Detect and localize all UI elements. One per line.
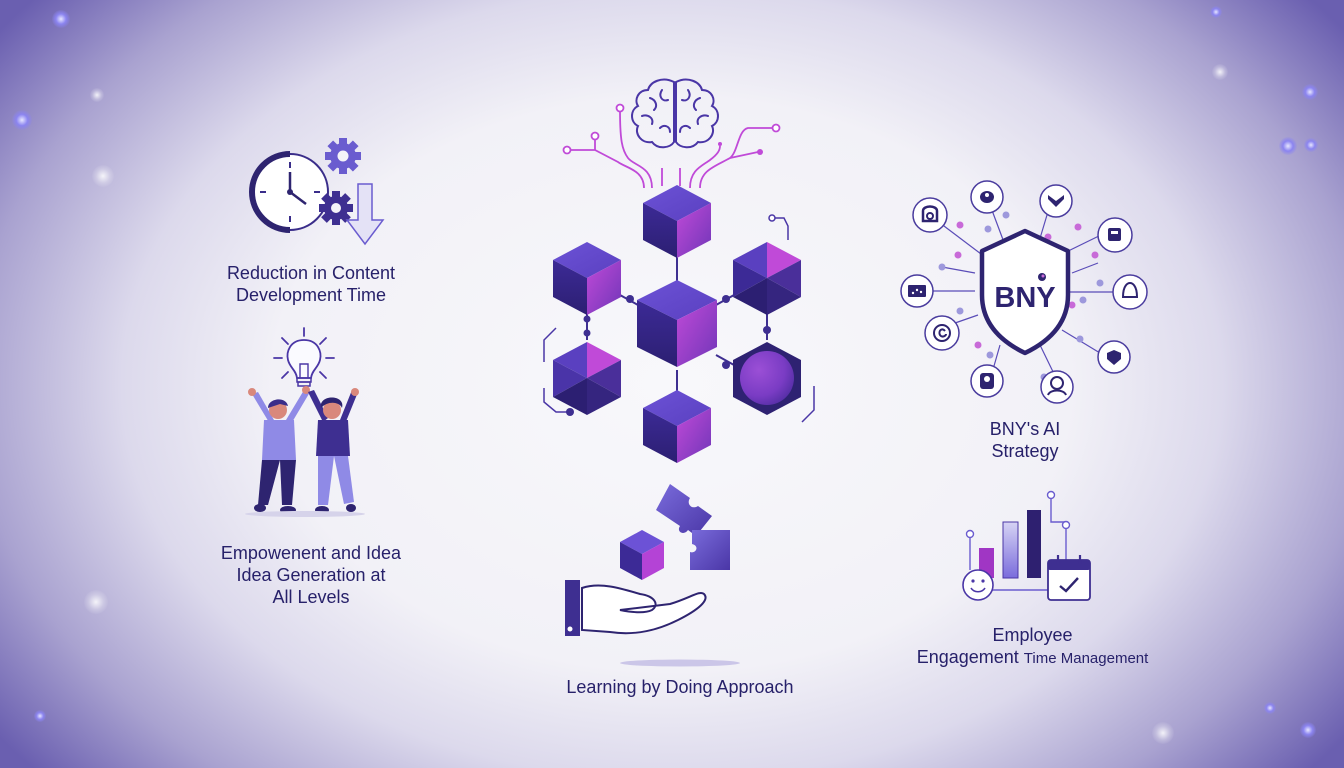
calendar-check-icon — [1047, 555, 1091, 601]
feature-ai-strategy: BNY — [890, 175, 1160, 465]
center-illustration — [530, 70, 820, 470]
feature-content-time: Reduction in Content Development Time — [200, 130, 440, 320]
feature-label: Reduction in Content Development Time — [200, 262, 422, 306]
document-icon — [1108, 228, 1121, 241]
refresh-icon — [933, 324, 951, 342]
sparkle-icon — [1302, 84, 1318, 100]
shield-icon — [979, 228, 1071, 356]
label-line: Empowenent and Idea — [220, 543, 402, 563]
label-part: Time Management — [1023, 650, 1149, 667]
chevron-badge-icon — [1048, 195, 1064, 207]
shield-network-icon: BNY — [900, 180, 1148, 404]
label-line: Strategy — [991, 441, 1059, 461]
sparkle-icon — [12, 110, 32, 130]
label-part: Engagement — [916, 647, 1019, 667]
label-line: Learning by Doing Approach — [566, 677, 794, 697]
clock-gears-down-arrow-icon — [249, 138, 385, 246]
cube-bottom — [643, 390, 711, 463]
sparkle-icon — [84, 590, 108, 614]
smiley-icon — [962, 569, 994, 601]
brain-cube-network-icon — [543, 78, 815, 463]
label-line: All Levels — [272, 587, 350, 607]
label-line: Development Time — [235, 285, 387, 305]
feature-label: BNY's AI Strategy — [940, 418, 1110, 462]
cube-center — [637, 280, 717, 367]
feature-label: Empowenent and Idea Idea Generation at A… — [194, 542, 428, 608]
label-line: BNY's AI — [989, 419, 1061, 439]
small-cube-icon — [620, 530, 664, 580]
feature-label: Learning by Doing Approach — [540, 676, 820, 698]
hand-cube-puzzle-icon — [565, 484, 740, 667]
sparkle-icon — [1152, 722, 1174, 744]
sparkle-icon — [1304, 138, 1318, 152]
bar-high — [1027, 510, 1041, 578]
sparkle-icon — [1300, 722, 1316, 738]
bar-mid — [1002, 521, 1019, 579]
sparkle-icon — [90, 88, 104, 102]
chart-smiley-calendar-icon — [962, 490, 1091, 601]
cube-top — [643, 185, 711, 258]
label-line: Reduction in Content — [226, 263, 396, 283]
cube-left-lower — [553, 342, 621, 415]
sleeve-cuff — [565, 580, 580, 636]
label-line: Idea Generation at — [236, 565, 386, 585]
feature-label: Employee Engagement Time Management — [900, 624, 1165, 670]
puzzle-piece-icon — [656, 484, 730, 570]
camera-icon — [921, 205, 939, 223]
sparkle-icon — [34, 710, 46, 722]
user-icon — [1050, 376, 1064, 390]
label-line: Engagement Time Management — [900, 646, 1165, 670]
sparkle-icon — [1279, 137, 1297, 155]
sparkle-icon — [1264, 702, 1276, 714]
cube-right-upper — [733, 242, 801, 315]
shield-check-icon — [1107, 350, 1121, 365]
sparkle-icon — [52, 10, 70, 28]
feature-engagement: Employee Engagement Time Management — [900, 480, 1180, 680]
people-lightbulb-icon — [245, 327, 365, 517]
cube-left-upper — [553, 242, 621, 315]
sparkle-icon — [92, 165, 114, 187]
bny-logo-text: BNY — [994, 282, 1055, 314]
flask-icon — [1121, 281, 1139, 298]
label-line: Employee — [992, 625, 1073, 645]
feature-learning: Learning by Doing Approach — [540, 470, 820, 710]
sparkle-icon — [1212, 64, 1228, 80]
cube-right-lower-sphere — [733, 342, 801, 415]
feature-empowerment: Empowenent and Idea Idea Generation at A… — [190, 320, 440, 610]
sparkle-icon — [1210, 6, 1222, 18]
